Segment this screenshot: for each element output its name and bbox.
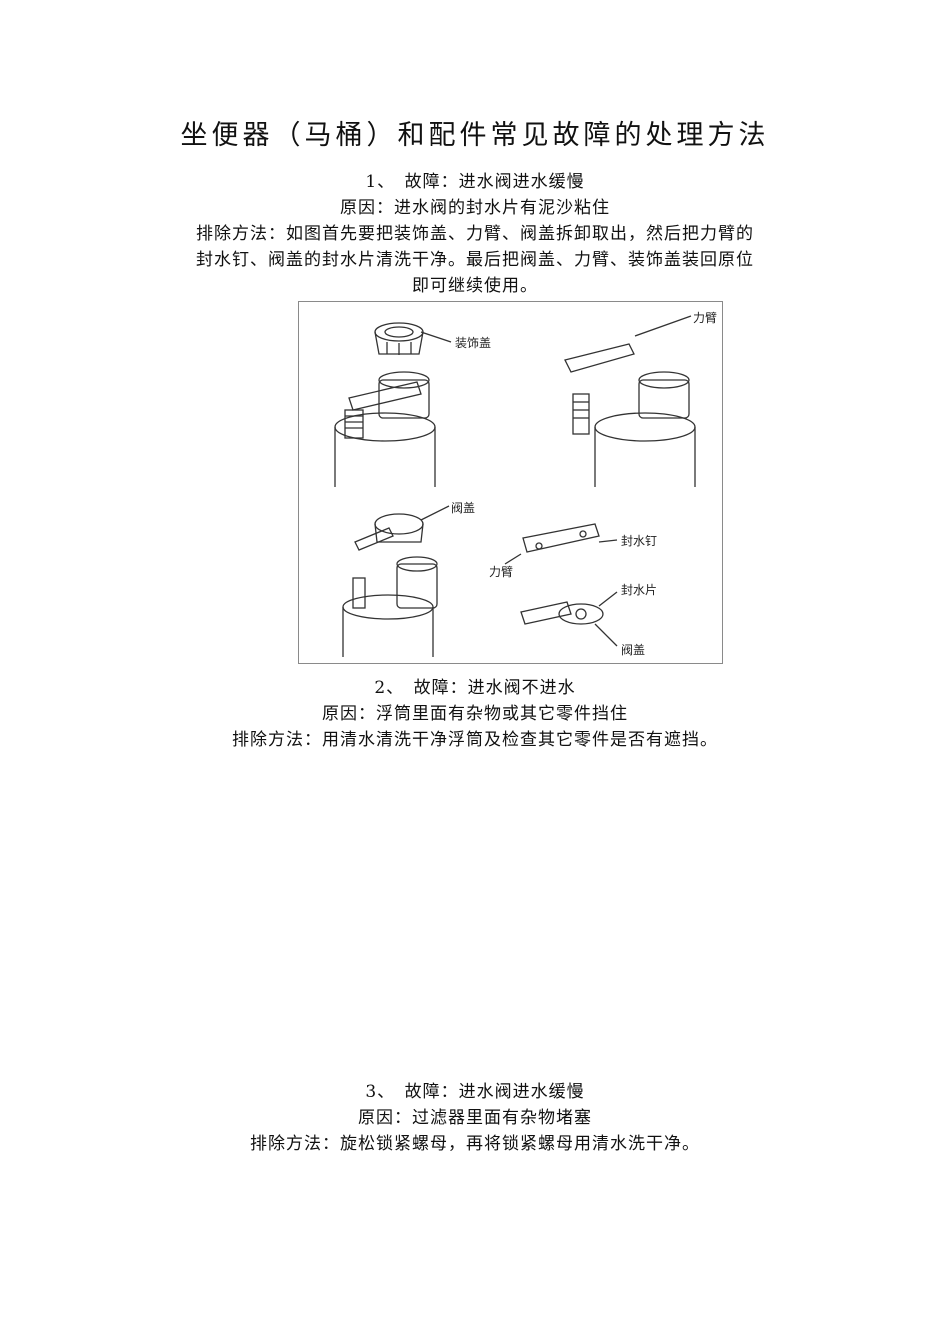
label-seal-nail: 封水钉 <box>621 534 657 548</box>
label-lever-arm-top: 力臂 <box>693 311 717 325</box>
section-2-cause: 原因：浮筒里面有杂物或其它零件挡住 <box>322 704 628 724</box>
valve-disassembly-figure: 装饰盖 力臂 阀盖 封水钉 力臂 封水片 阀盖 <box>298 301 723 664</box>
section-3-cause: 原因：过滤器里面有杂物堵塞 <box>358 1108 592 1128</box>
section-1-heading: 1、 故障：进水阀进水缓慢 <box>365 172 585 192</box>
valve-illustration: 装饰盖 力臂 阀盖 封水钉 力臂 封水片 阀盖 <box>334 311 717 657</box>
label-valve-cap: 阀盖 <box>451 501 475 515</box>
label-seal-piece: 封水片 <box>621 583 657 597</box>
section-2-method: 排除方法：用清水清洗干净浮筒及检查其它零件是否有遮挡。 <box>232 730 718 750</box>
section-2-heading: 2、 故障：进水阀不进水 <box>374 678 576 698</box>
section-1-method-line-3: 即可继续使用。 <box>412 276 538 296</box>
section-3-method: 排除方法：旋松锁紧螺母，再将锁紧螺母用清水洗干净。 <box>250 1134 700 1154</box>
label-decor-cap: 装饰盖 <box>455 336 491 350</box>
label-valve-cap-bottom: 阀盖 <box>621 643 645 657</box>
lever-arm-shape <box>348 381 422 411</box>
page-title: 坐便器（马桶）和配件常见故障的处理方法 <box>180 120 770 151</box>
section-1-cause: 原因：进水阀的封水片有泥沙粘住 <box>340 198 610 218</box>
section-3-heading: 3、 故障：进水阀进水缓慢 <box>365 1082 585 1102</box>
label-lever-arm-bottom: 力臂 <box>489 565 513 579</box>
decor-cap-shape <box>374 322 424 342</box>
section-1-method-line-2: 封水钉、阀盖的封水片清洗干净。最后把阀盖、力臂、装饰盖装回原位 <box>196 250 754 270</box>
section-1-method-line-1: 排除方法：如图首先要把装饰盖、力臂、阀盖拆卸取出，然后把力臂的 <box>196 224 754 244</box>
